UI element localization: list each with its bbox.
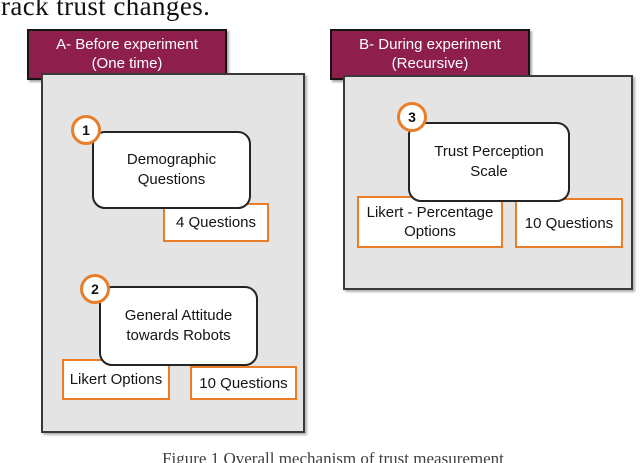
panel-a-header-tab: A- Before experiment (One time) — [27, 29, 227, 80]
step-1-number-badge: 1 — [71, 115, 101, 145]
body-text-fragment: rack trust changes. — [1, 0, 211, 21]
panel-b-title-line1: B- During experiment — [359, 36, 501, 53]
panel-a-title-line2: (One time) — [91, 55, 163, 72]
step-1-number: 1 — [82, 122, 90, 138]
tag-10-questions-b-label: 10 Questions — [524, 214, 614, 232]
step-1-title: Demographic Questions — [126, 151, 217, 188]
panel-b-title-line2: (Recursive) — [391, 55, 469, 72]
figure-caption: Figure 1 Overall mechanism of trust meas… — [162, 449, 504, 463]
step-3-number-badge: 3 — [397, 102, 427, 132]
tag-4-questions-label: 4 Questions — [175, 214, 257, 231]
tag-likert-percentage-options: Likert - Percentage Options — [357, 196, 503, 248]
tag-4-questions: 4 Questions — [163, 203, 269, 242]
step-3-number: 3 — [408, 109, 416, 125]
tag-10-questions-b: 10 Questions — [515, 198, 623, 248]
panel-b-header-tab: B- During experiment (Recursive) — [330, 29, 530, 80]
tag-likert-options-label: Likert Options — [69, 371, 163, 388]
step-2-box: General Attitude towards Robots — [99, 286, 258, 366]
step-3-box: Trust Perception Scale — [408, 122, 570, 202]
step-2-title: General Attitude towards Robots — [124, 307, 233, 344]
tag-likert-percentage-options-label: Likert - Percentage Options — [366, 204, 494, 240]
panel-a-title-line1: A- Before experiment — [56, 36, 198, 53]
step-2-number: 2 — [91, 281, 99, 297]
tag-10-questions-a-label: 10 Questions — [199, 374, 288, 392]
step-1-box: Demographic Questions — [92, 131, 251, 209]
tag-10-questions-a: 10 Questions — [190, 366, 297, 400]
step-2-number-badge: 2 — [80, 274, 110, 304]
step-3-title: Trust Perception Scale — [434, 143, 544, 180]
